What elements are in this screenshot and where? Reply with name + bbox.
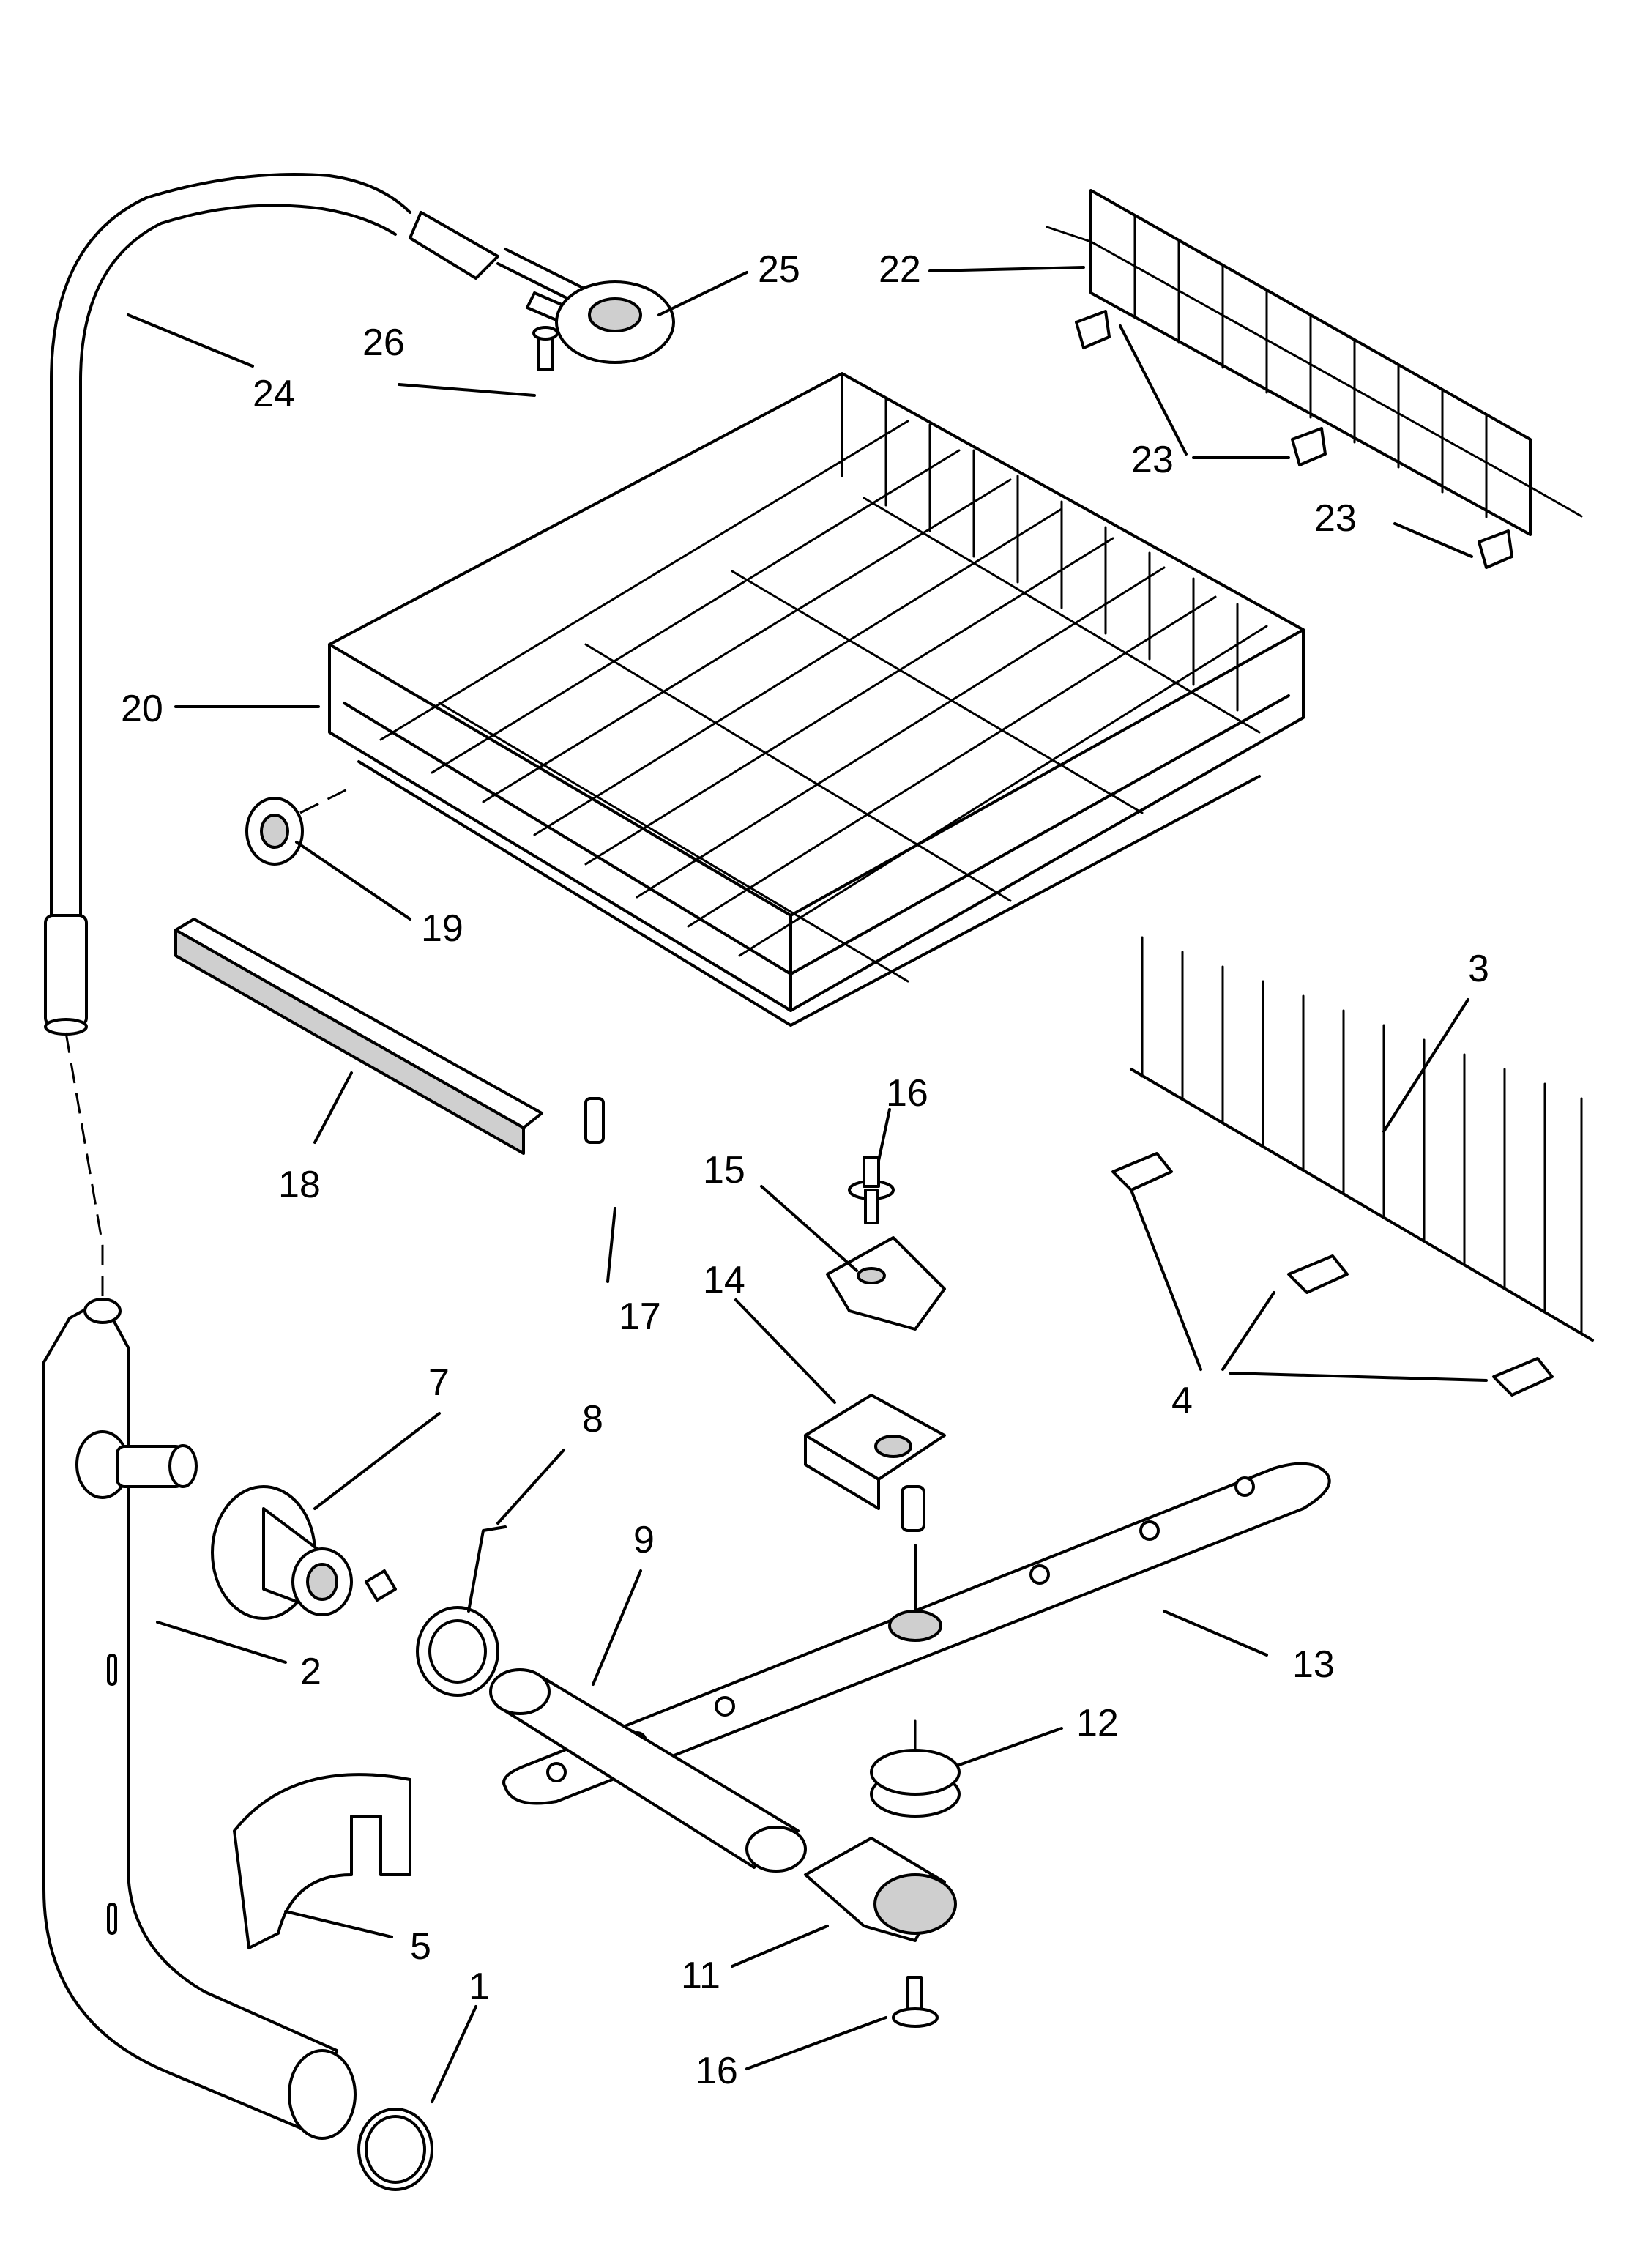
- label-3: 3: [1468, 948, 1489, 990]
- part-17-track-stop: [584, 1097, 605, 1144]
- label-5: 5: [410, 1925, 431, 1968]
- label-11: 11: [681, 1955, 720, 1997]
- label-16-bottom: 16: [696, 2050, 738, 2092]
- part-2-riser-tube: [42, 1298, 357, 2140]
- label-23-a: 23: [1131, 439, 1174, 481]
- label-2: 2: [300, 1651, 321, 1693]
- label-7: 7: [428, 1361, 450, 1404]
- leader-lines: [127, 266, 1488, 2103]
- label-17: 17: [619, 1295, 661, 1338]
- part-20-upper-rack: [328, 372, 1305, 1027]
- label-4: 4: [1171, 1380, 1193, 1422]
- label-19: 19: [421, 907, 463, 950]
- part-16-screw-top: [848, 1156, 895, 1224]
- label-25: 25: [758, 248, 800, 291]
- label-15: 15: [703, 1149, 745, 1191]
- label-8: 8: [582, 1398, 603, 1440]
- part-labels: 1 2 3 4 5 7 8 9 11 12 13 14 15 16 16 17 …: [121, 248, 1489, 2092]
- part-16-screw-bottom: [892, 1976, 939, 2028]
- part-14-manifold-mount: [804, 1394, 946, 1532]
- label-1: 1: [469, 1966, 490, 2008]
- part-8-clamp: [365, 1525, 507, 1697]
- part-12-seal: [870, 1719, 961, 1818]
- part-25-tube-connector: [496, 248, 675, 364]
- label-12: 12: [1076, 1702, 1119, 1744]
- part-7-coupling: [211, 1485, 353, 1620]
- label-20: 20: [121, 688, 163, 730]
- part-26-screw: [532, 326, 559, 371]
- part-4-tine-clips: [1111, 1152, 1554, 1397]
- part-19-rack-wheel: [245, 786, 352, 866]
- part-5-bracket: [233, 1773, 411, 1949]
- label-14: 14: [703, 1259, 745, 1301]
- part-11-manifold-elbow: [804, 1837, 957, 1942]
- label-16-top: 16: [886, 1072, 928, 1115]
- part-18-rack-track: [174, 918, 543, 1155]
- label-18: 18: [278, 1164, 321, 1206]
- part-22-rack-grid: [1046, 189, 1583, 536]
- label-26: 26: [362, 321, 405, 364]
- label-23-b: 23: [1314, 497, 1357, 540]
- label-9: 9: [633, 1519, 655, 1561]
- part-13-spray-arm: [502, 1462, 1331, 1805]
- label-24: 24: [253, 373, 295, 415]
- part-1-o-ring: [357, 2108, 433, 2191]
- part-9-feed-tube: [489, 1668, 807, 1873]
- part-24-supply-tube: [44, 173, 499, 1304]
- label-22: 22: [879, 248, 921, 291]
- part-15-hub-cap: [826, 1236, 946, 1331]
- part-3-tine-row: [1130, 936, 1594, 1342]
- part-23-clips: [1075, 310, 1513, 569]
- label-13: 13: [1292, 1643, 1335, 1686]
